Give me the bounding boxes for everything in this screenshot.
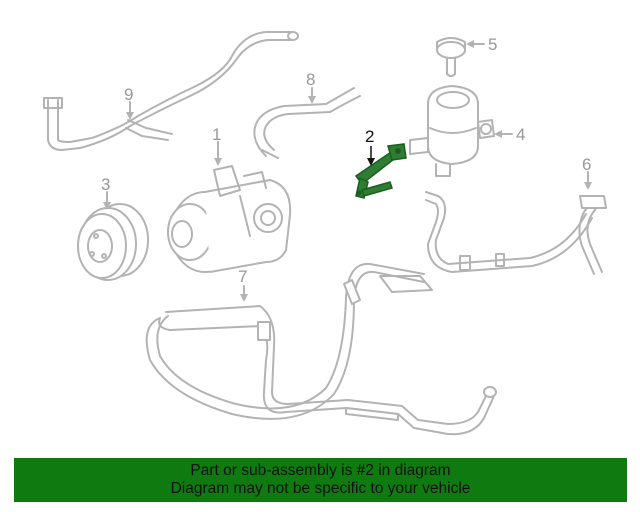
part-1-pump [167,165,292,273]
callout-5: 5 [488,35,498,54]
callout-3: 3 [101,175,111,194]
callout-9: 9 [124,85,134,104]
callout-6: 6 [582,155,592,174]
part-8-hose [253,87,361,159]
info-banner: Part or sub-assembly is #2 in diagram Di… [14,458,627,502]
part-7-hose-assembly [145,262,497,436]
callout-7: 7 [238,267,248,286]
callout-leaders [103,40,592,302]
part-5-cap [436,37,466,77]
callout-8: 8 [306,70,316,89]
callout-4: 4 [516,125,526,144]
part-3-pulley [77,203,149,281]
part-2-bracket [354,143,407,199]
part-9-hose [43,31,299,151]
part-4-reservoir [409,85,495,177]
part-6-hose [425,191,607,275]
banner-line-2: Diagram may not be specific to your vehi… [170,480,471,497]
callout-2[interactable]: 2 [365,127,375,146]
callout-1: 1 [212,125,222,144]
banner-line-1: Part or sub-assembly is #2 in diagram [190,462,451,479]
